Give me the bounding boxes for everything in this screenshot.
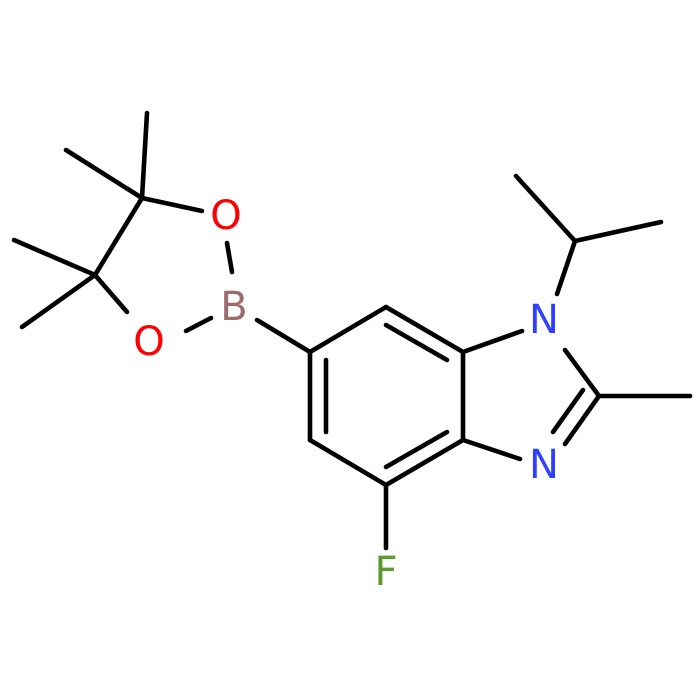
atom-label-boron: B (220, 284, 247, 330)
bond-double-c7-c7a (383, 322, 450, 363)
bond-b-c6 (254, 317, 313, 355)
bond-double-c2-n3 (550, 387, 586, 435)
bond-n1-ch (554, 238, 578, 297)
bond-ch-methyl-left (513, 173, 578, 244)
atom-label-nitrogen-1: N (529, 297, 559, 343)
bond-c6-c7 (307, 304, 389, 355)
bond-c4-c5 (307, 437, 389, 488)
bond-c-top-c-bottom (92, 195, 145, 278)
bond-lines (11, 110, 693, 551)
bond-n3-c3a (460, 437, 523, 462)
bond-c2-n3 (562, 393, 602, 447)
bond-o-top-c-top (139, 195, 205, 214)
bond-b-o-bottom (183, 315, 214, 334)
bond-n1-c2 (562, 347, 602, 399)
bond-methyl-3 (11, 237, 98, 278)
atom-label-fluorine: F (374, 549, 397, 595)
atom-label-oxygen-bottom: O (133, 319, 164, 365)
bond-c-bottom-o-bottom (92, 272, 130, 315)
atom-label-oxygen-top: O (210, 193, 241, 239)
bond-b-o-top (224, 240, 235, 275)
bond-double-c3a-c4 (383, 429, 450, 470)
bond-methyl-4 (19, 272, 98, 330)
bond-c3a-c4 (383, 437, 466, 488)
bond-c7-c7a (383, 304, 466, 355)
atom-label-nitrogen-3: N (529, 442, 559, 488)
bond-c7a-n1 (460, 328, 525, 355)
bond-methyl-2 (63, 147, 145, 201)
bond-methyl-1 (139, 110, 150, 201)
bond-ch-methyl-right (572, 219, 664, 244)
